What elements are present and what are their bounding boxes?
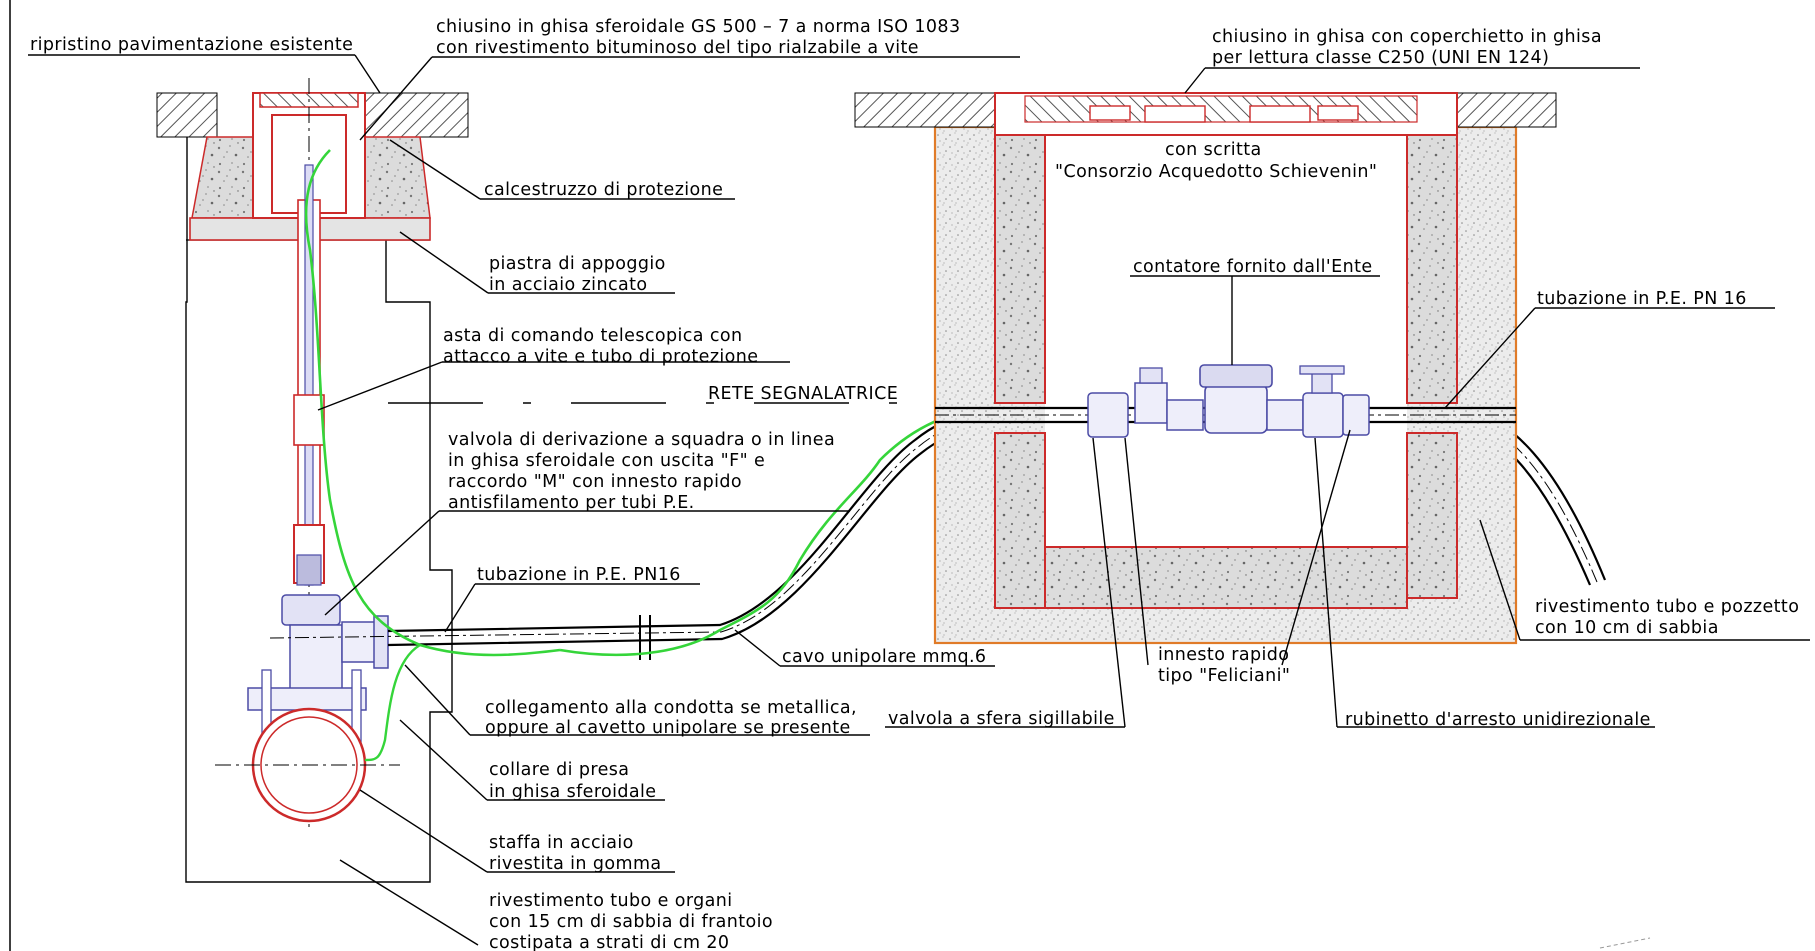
label-contatore: contatore fornito dall'Ente [1133,257,1373,277]
connector-left [1166,399,1204,431]
label-collare-1: collare di presa [489,760,629,780]
unipolar-cable [304,149,561,657]
label-staffa-1: staffa in acciaio [489,833,634,853]
label-rete: RETE SEGNALATRICE [708,384,898,404]
label-innesto-1: innesto rapido [1158,645,1289,665]
label-collare-2: in ghisa sferoidale [489,782,656,802]
ball-valve-handle [1134,382,1168,424]
chamber-wall-right-lower [1406,432,1458,599]
label-asta-1: asta di comando telescopica con [443,326,743,346]
ground-hatch-left [854,92,999,128]
lid-slot-1 [1089,105,1131,121]
stop-valve-handwheel [1299,365,1345,375]
label-chiusino-c250-2: per lettura classe C250 (UNI EN 124) [1212,48,1549,68]
label-valvola-sfera: valvola a sfera sigillabile [888,709,1115,729]
label-staffa-2: rivestita in gomma [489,854,662,874]
label-collegamento-1: collegamento alla condotta se metallica, [485,698,857,718]
chamber-wall-left-lower [994,432,1046,609]
label-rivest-tubo-1: rivestimento tubo e organi [489,891,733,911]
quick-coupler-right [1342,394,1370,436]
chamber-wall-left-upper [994,126,1046,404]
ground-hatch-right [1456,92,1557,128]
stop-valve-body [1302,392,1344,438]
annotations: ripristino pavimentazione esistente chiu… [30,17,1799,951]
label-chiusino-c250-1: chiusino in ghisa con coperchietto in gh… [1212,27,1602,47]
label-valvola-2: in ghisa sferoidale con uscita "F" e [448,451,765,471]
pe-pipe-right-axis [1370,414,1598,583]
lid-slot-2 [1144,105,1206,123]
label-ripristino: ripristino pavimentazione esistente [30,35,353,55]
protection-concrete-right [363,136,431,219]
chamber-wall-right-upper [1406,126,1458,404]
water-meter-head [1199,364,1273,388]
pavement-hatch-right [353,92,469,138]
water-meter-body [1204,384,1268,434]
corner-mark [1599,937,1651,949]
label-tubazione-pn16-right: tubazione in P.E. PN 16 [1537,289,1747,309]
label-scritta-1: con scritta [1165,140,1262,160]
label-rivest-tubo-2: con 15 cm di sabbia di frantoio [489,912,773,932]
label-valvola-4: antisfilamento per tubi P.E. [448,493,695,513]
ball-valve-body [1087,392,1129,438]
chamber-void [1045,127,1407,547]
label-tubazione-pn16-left: tubazione in P.E. PN16 [477,565,681,585]
pavement-hatch-left [156,92,218,138]
branch-valve-nut [373,615,389,669]
label-piastra-2: in acciaio zincato [489,275,647,295]
label-rubinetto: rubinetto d'arresto unidirezionale [1345,710,1651,730]
leader-lines [28,54,1810,946]
label-rivest-pozzetto-1: rivestimento tubo e pozzetto [1535,597,1799,617]
connector-right [1266,399,1304,431]
label-cavo: cavo unipolare mmq.6 [782,647,986,667]
label-piastra-1: piastra di appoggio [489,254,666,274]
stem-thread [296,554,322,586]
left-valve-assembly [156,78,469,883]
chamber-floor [1044,546,1408,609]
label-chiusino-gs-2: con rivestimento bituminoso del tipo ria… [436,38,919,58]
lid-slot-4 [1317,105,1359,121]
meter-chamber [854,92,1557,645]
label-valvola-1: valvola di derivazione a squadra o in li… [448,430,835,450]
label-calcestruzzo: calcestruzzo di protezione [484,180,723,200]
label-chiusino-gs-1: chiusino in ghisa sferoidale GS 500 – 7 … [436,17,961,37]
lid-slot-3 [1249,105,1311,123]
label-scritta-2: "Consorzio Acquedotto Schievenin" [1055,162,1377,182]
label-valvola-3: raccordo "M" con innesto rapido [448,472,742,492]
label-asta-2: attacco a vite e tubo di protezione [443,347,758,367]
branch-valve-body [289,624,343,696]
label-innesto-2: tipo "Feliciani" [1158,666,1290,686]
label-rivest-tubo-3: costipata a strati di cm 20 [489,933,729,951]
cable-drop [364,643,421,762]
ball-valve-stem [1139,367,1163,384]
label-rivest-pozzetto-2: con 10 cm di sabbia [1535,618,1719,638]
stop-valve-stem [1311,371,1333,394]
label-collegamento-2: oppure al cavetto unipolare se presente [485,718,851,738]
stem-coupler-upper [293,394,325,446]
